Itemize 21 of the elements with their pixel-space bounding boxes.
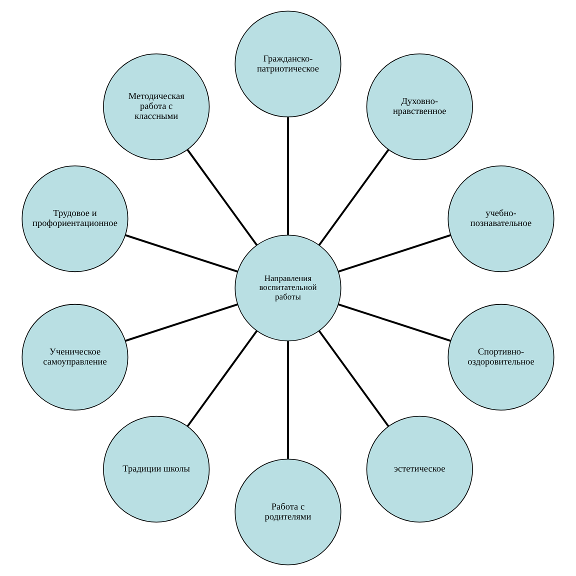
node-circle: эстетическое xyxy=(366,416,473,522)
node-circle: Методическая работа с классными xyxy=(103,54,210,160)
connector xyxy=(338,234,451,273)
node-circle: Ученическое самоуправление xyxy=(22,304,128,410)
connector xyxy=(125,303,238,342)
connector xyxy=(318,149,390,246)
node-circle: Направления воспитательной работы xyxy=(234,234,342,342)
node-circle: Работа с родителями xyxy=(234,458,342,566)
connector xyxy=(318,330,390,427)
node-circle: Традиции школы xyxy=(103,416,210,522)
node-circle: Спортивно-оздоровительное xyxy=(448,304,554,410)
connector xyxy=(186,149,258,246)
connector xyxy=(287,341,289,459)
node-circle: учебно-познавательное xyxy=(448,166,554,272)
connector xyxy=(287,117,289,235)
connector xyxy=(125,234,238,273)
node-circle: Гражданско-патриотическое xyxy=(234,10,342,118)
node-circle: Духовно-нравственное xyxy=(366,54,473,160)
node-circle: Трудовое и профориентационное xyxy=(22,166,128,272)
connector xyxy=(186,330,258,427)
connector xyxy=(338,303,451,342)
